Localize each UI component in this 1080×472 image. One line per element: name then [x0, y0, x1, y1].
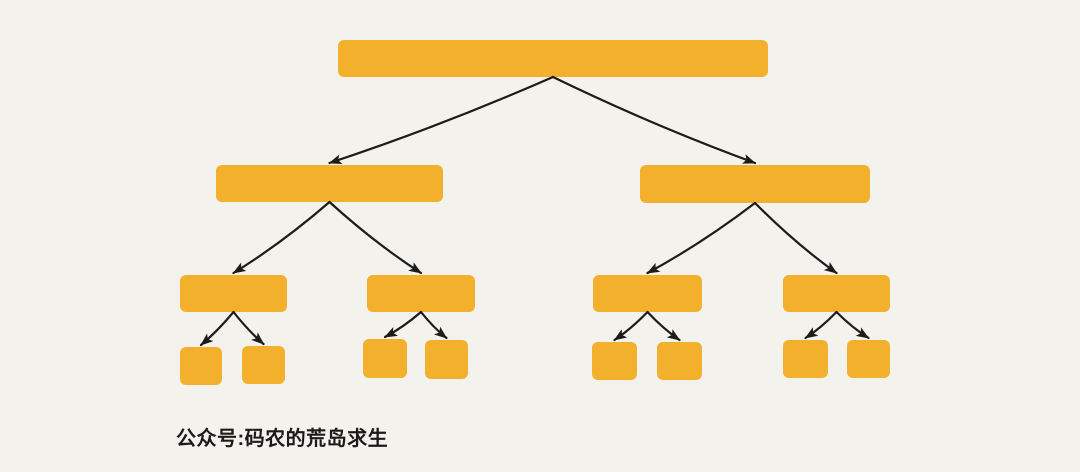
tree-node-s6: [657, 342, 702, 380]
tree-node-l3c: [593, 275, 702, 312]
tree-node-l2a: [216, 165, 443, 202]
tree-node-root: [338, 40, 768, 77]
arrow-l2b-to-l3d: [753, 201, 838, 275]
tree-node-s4: [425, 340, 468, 379]
tree-node-l3a: [180, 275, 287, 312]
arrow-l3d-to-s7: [804, 310, 838, 340]
arrow-l3a-to-s1: [199, 310, 235, 347]
tree-node-l3b: [367, 275, 475, 312]
arrow-l3a-to-s2: [232, 310, 265, 346]
tree-node-s3: [363, 339, 407, 378]
tree-node-s2: [242, 346, 285, 384]
arrow-root-to-l2a: [328, 75, 555, 165]
tree-node-s8: [847, 340, 890, 378]
arrow-l3c-to-s5: [613, 310, 649, 342]
arrow-l2a-to-l3b: [328, 200, 423, 275]
tree-node-layer: [180, 40, 890, 385]
arrow-l3d-to-s8: [835, 310, 870, 340]
tree-node-l3d: [783, 275, 890, 312]
arrow-l3b-to-s4: [419, 310, 448, 340]
arrow-l3b-to-s3: [383, 310, 423, 339]
arrow-l3c-to-s6: [646, 310, 681, 342]
tree-node-s7: [783, 340, 828, 378]
tree-node-l2b: [640, 165, 870, 203]
watermark-caption: 公众号:码农的荒岛求生: [176, 428, 389, 450]
arrow-l2b-to-l3c: [646, 201, 757, 275]
arrow-root-to-l2b: [551, 75, 757, 165]
tree-node-s1: [180, 347, 222, 385]
arrow-l2a-to-l3a: [232, 200, 331, 275]
tree-node-s5: [592, 342, 637, 380]
tree-edge-layer: [199, 75, 870, 347]
